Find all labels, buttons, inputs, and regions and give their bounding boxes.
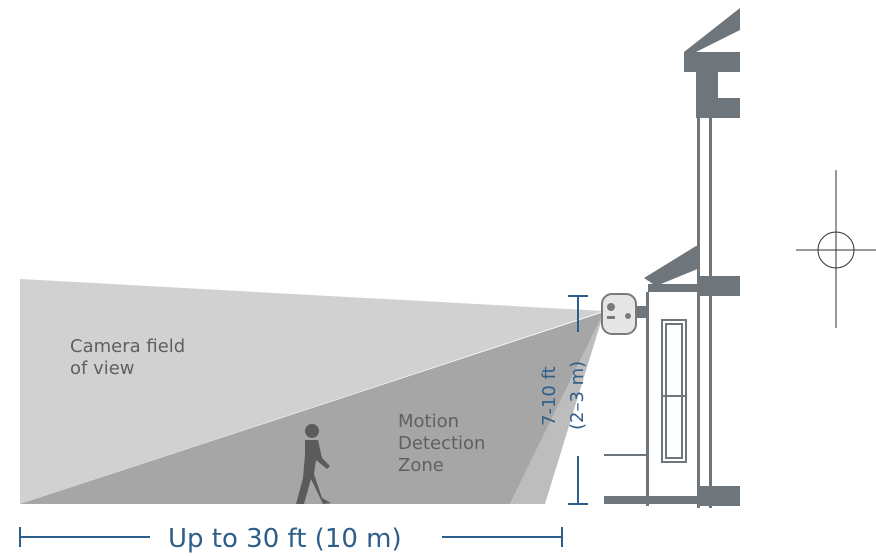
zone-label-2: Detection bbox=[398, 433, 485, 454]
crosshair-icon bbox=[796, 170, 876, 328]
zone-label-3: Zone bbox=[398, 455, 444, 476]
field-of-view-label-1: Camera field bbox=[70, 336, 185, 357]
height-label-ft: 7-10 ft bbox=[539, 366, 560, 426]
detection-zone-edge bbox=[510, 312, 604, 504]
zone-label-1: Motion bbox=[398, 411, 459, 432]
field-of-view-label-2: of view bbox=[70, 358, 135, 379]
height-measure bbox=[568, 295, 588, 505]
distance-label: Up to 30 ft (10 m) bbox=[168, 524, 402, 554]
house bbox=[604, 8, 740, 508]
walking-person-icon bbox=[296, 424, 331, 504]
camera-field-of-view bbox=[20, 279, 604, 504]
door bbox=[661, 319, 687, 463]
security-camera-icon bbox=[601, 293, 646, 335]
distance-measure bbox=[19, 527, 563, 547]
motion-detection-zone bbox=[20, 312, 604, 504]
height-label-m: (2–3 m) bbox=[567, 361, 588, 430]
